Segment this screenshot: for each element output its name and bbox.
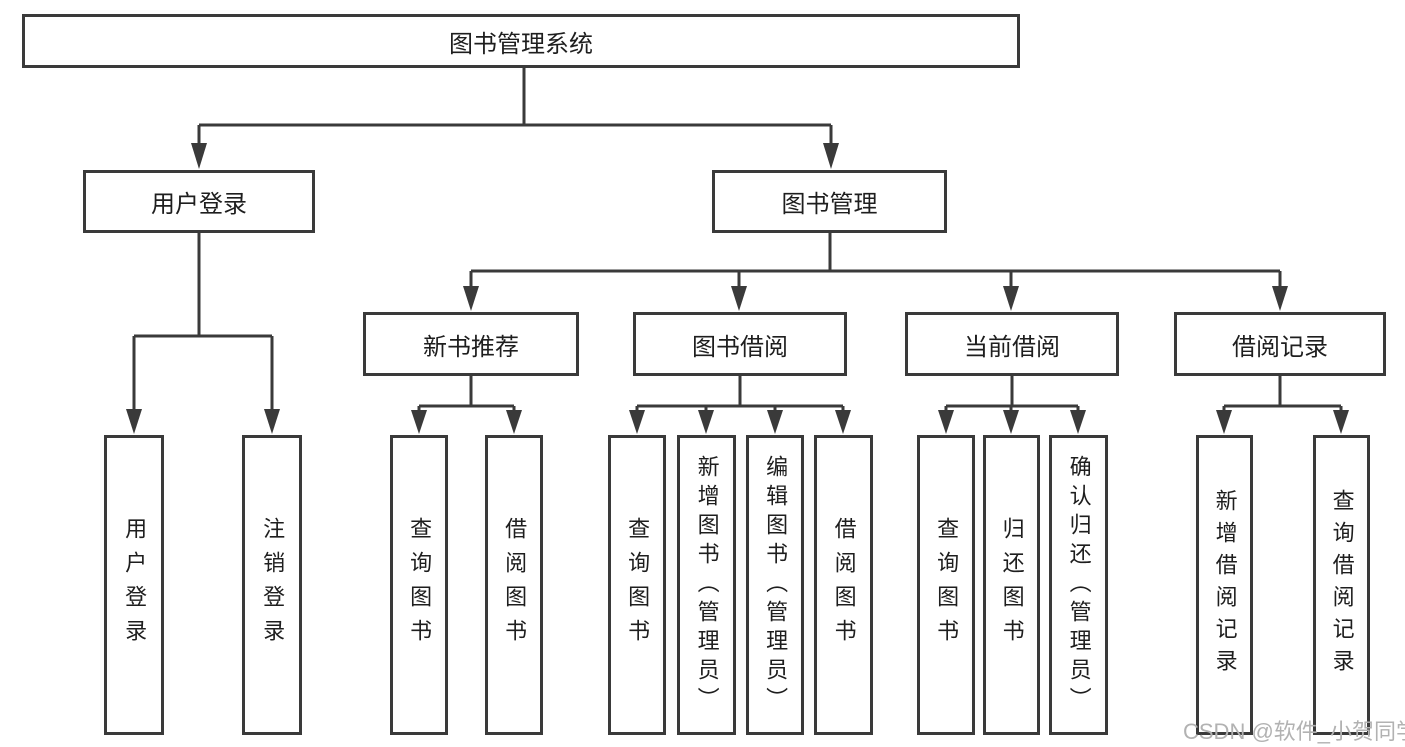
node-root: 图书管理系统 [22, 14, 1020, 68]
leaf-query-books-recommend: 查询图书 [390, 435, 448, 735]
connector-user-login-to-leaves [126, 233, 280, 434]
node-new-book-recommend: 新书推荐 [363, 312, 579, 376]
leaf-query-borrow-record: 查询借阅记录 [1313, 435, 1370, 735]
node-book-management: 图书管理 [712, 170, 947, 233]
node-user-login: 用户登录 [83, 170, 315, 233]
connector-current-borrow-to-leaves [938, 376, 1086, 434]
leaf-user-login: 用户登录 [104, 435, 164, 735]
leaf-edit-books-admin: 编辑图书（管理员） [746, 435, 804, 735]
node-borrow-records: 借阅记录 [1174, 312, 1386, 376]
leaf-borrow-books: 借阅图书 [814, 435, 873, 735]
leaf-add-borrow-record: 新增借阅记录 [1196, 435, 1253, 735]
connector-new-book-recommend-to-leaves [411, 376, 522, 434]
leaf-logout: 注销登录 [242, 435, 302, 735]
leaf-query-books-borrow: 查询图书 [608, 435, 666, 735]
csdn-watermark: CSDN @软件_小贺同学 [1183, 719, 1405, 744]
leaf-return-books: 归还图书 [983, 435, 1040, 735]
connector-book-management-to-level3 [463, 233, 1288, 311]
leaf-query-books-current: 查询图书 [917, 435, 975, 735]
leaf-add-books-admin: 新增图书（管理员） [677, 435, 736, 735]
leaf-borrow-books-recommend: 借阅图书 [485, 435, 543, 735]
node-current-borrow: 当前借阅 [905, 312, 1119, 376]
leaf-confirm-return-admin: 确认归还（管理员） [1049, 435, 1108, 735]
connector-root-to-level2 [191, 68, 839, 169]
connector-borrow-records-to-leaves [1216, 376, 1349, 434]
node-book-borrow: 图书借阅 [633, 312, 847, 376]
connector-book-borrow-to-leaves [629, 376, 851, 434]
